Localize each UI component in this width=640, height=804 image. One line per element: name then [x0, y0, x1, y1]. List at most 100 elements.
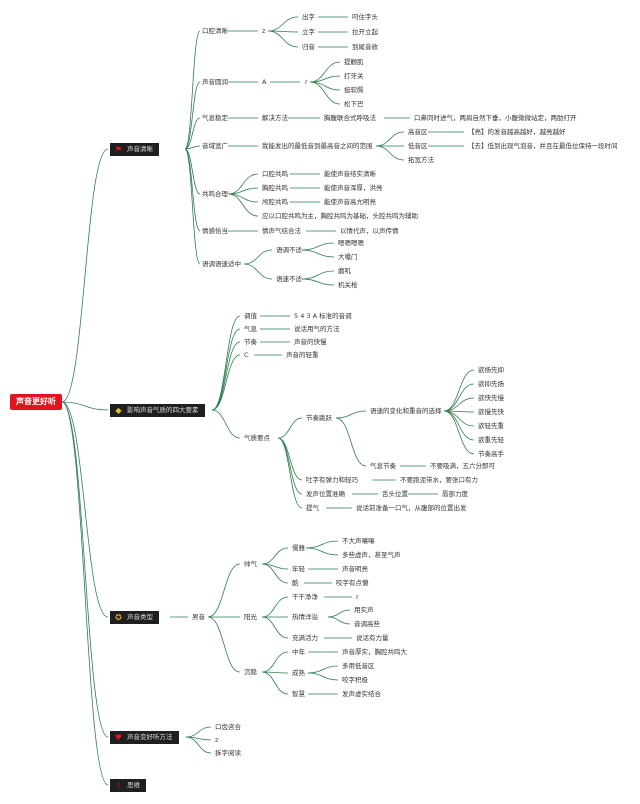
node-expand-method[interactable]: 拓宽方法	[408, 156, 434, 164]
node-clean-desc[interactable]: r	[356, 593, 359, 601]
node-wisdom[interactable]: 智慧	[292, 690, 305, 698]
node-passionate-1[interactable]: 用实声	[354, 606, 374, 614]
node-breath-rhythm[interactable]: 气息节奏	[370, 462, 396, 470]
node-tone-unfit-2[interactable]: 大嗓门	[338, 253, 358, 261]
node-tingruane[interactable]: 挺软腭	[344, 86, 364, 94]
node-tongue-position[interactable]: 舌头位置	[382, 490, 408, 498]
node-oral-resonance-desc[interactable]: 能使声音结实清晰	[324, 170, 376, 178]
node-r4[interactable]: 欲慢先快	[478, 408, 504, 416]
node-middle-age-desc[interactable]: 声音厚实，胸腔共鸣大	[342, 648, 407, 656]
node-passionate[interactable]: 热情洋溢	[292, 613, 318, 621]
node-breathing-desc[interactable]: 口鼻同时进气，两肩自然下垂，小腹微微站定，两肋打开	[414, 114, 577, 122]
node-speed-unfit-2[interactable]: 机关枪	[338, 281, 358, 289]
node-emotion-desc[interactable]: 以情代声，以声传情	[340, 227, 399, 235]
node-young[interactable]: 年轻	[292, 565, 305, 573]
node-a[interactable]: A	[262, 78, 267, 86]
node-low-range[interactable]: 低音区	[408, 142, 428, 150]
node-oral-resonance[interactable]: 口腔共鸣	[262, 170, 288, 178]
node-head-resonance[interactable]: 颅腔共鸣	[262, 198, 288, 206]
node-round-voice[interactable]: 声音圆润	[202, 78, 228, 86]
node-chest-resonance-desc[interactable]: 能使声音浑厚，洪亮	[324, 184, 383, 192]
node-wisdom-desc[interactable]: 发声虚实结合	[342, 690, 381, 698]
branch-voice-clarity[interactable]: ⚑声音清晰	[110, 143, 159, 156]
node-r5[interactable]: 欲轻先重	[478, 422, 504, 430]
node-temperament-points[interactable]: 气质要点	[244, 434, 270, 442]
node-position[interactable]: 发声位置准确	[306, 490, 345, 498]
node-guiyin-desc[interactable]: 到尾音收	[352, 43, 378, 51]
node-resonance[interactable]: 共鸣合理	[202, 190, 228, 198]
node-r1[interactable]: 欲扬先抑	[478, 366, 504, 374]
node-lip-strength[interactable]: 唇部力度	[442, 490, 468, 498]
node-handsome[interactable]: 帅气	[244, 560, 257, 568]
node-dayaguan[interactable]: 打牙关	[344, 72, 364, 80]
node-rhythm-jump[interactable]: 节奏跳跃	[306, 414, 332, 422]
node-articulation-desc[interactable]: 不要跑泥带水，要张口有力	[400, 476, 478, 484]
node-mature[interactable]: 成熟	[292, 669, 305, 677]
branch-voice-temperament[interactable]: ◆影响声音气质的四大要素	[110, 404, 205, 417]
branch-thinking[interactable]: ⌇思维	[110, 779, 146, 792]
node-rhythm[interactable]: 节奏	[244, 338, 257, 346]
node-rhythm-desc[interactable]: 声音的快慢	[294, 338, 327, 346]
node-sunny[interactable]: 阳光	[244, 613, 257, 621]
node-high-range-desc[interactable]: 【亮】的发音越高越好，越亮越好	[468, 128, 566, 136]
node-tone-unfit[interactable]: 语调不适	[276, 246, 302, 254]
node-breath-rhythm-desc[interactable]: 不要吸满，五六分即可	[430, 462, 495, 470]
node-cool[interactable]: 酷	[292, 579, 299, 587]
node-energetic-desc[interactable]: 说话有力量	[356, 634, 389, 642]
node-articulation[interactable]: 吐字有弹力和轻巧	[306, 476, 358, 484]
branch-voice-types[interactable]: ✪声音类型	[110, 611, 159, 624]
node-elegant-2[interactable]: 多些虚声，甚至气声	[342, 551, 401, 559]
node-breath-stable[interactable]: 气息稳定	[202, 114, 228, 122]
node-male-voice[interactable]: 男音	[192, 613, 205, 621]
node-pitch-value[interactable]: 调值	[244, 312, 257, 320]
node-split-reading[interactable]: 拆字阅读	[215, 749, 241, 757]
node-emotion-method[interactable]: 情声气结合法	[262, 227, 301, 235]
node-elegant-1[interactable]: 不大声嚷嚷	[342, 537, 375, 545]
node-middle-age[interactable]: 中年	[292, 648, 305, 656]
node-tone-unfit-1[interactable]: 嗯嗯嗯嗯	[338, 239, 364, 247]
node-tiquanji[interactable]: 提颧肌	[344, 58, 364, 66]
node-r7[interactable]: 节奏高手	[478, 450, 504, 458]
node-chuzi-desc[interactable]: 叼住字头	[352, 13, 378, 21]
node-r6[interactable]: 欲重先轻	[478, 436, 504, 444]
node-speed-unfit-1[interactable]: 磨叽	[338, 267, 351, 275]
node-elegant[interactable]: 儒雅	[292, 544, 305, 552]
node-young-desc[interactable]: 声音明亮	[342, 565, 368, 573]
node-z[interactable]: z	[262, 27, 266, 35]
node-resonance-summary[interactable]: 应以口腔共鸣为主，胸腔共鸣为基础，头腔共鸣为辅助	[262, 212, 418, 220]
node-breathing-method[interactable]: 胸腹联合式呼吸法	[324, 114, 376, 122]
node-mature-2[interactable]: 咬字积极	[342, 676, 368, 684]
node-energetic[interactable]: 充满活力	[292, 634, 318, 642]
node-high-range[interactable]: 高音区	[408, 128, 428, 136]
node-cool-desc[interactable]: 咬字有点懒	[336, 579, 369, 587]
node-mature-1[interactable]: 多用低音区	[342, 662, 375, 670]
node-chest-resonance[interactable]: 胸腔共鸣	[262, 184, 288, 192]
node-rhythm-jump-desc[interactable]: 语速的变化和重音的选择	[370, 407, 442, 415]
node-passionate-2[interactable]: 音调高些	[354, 620, 380, 628]
node-range-desc[interactable]: 我能发出的最低音到最高音之间的范围	[262, 142, 373, 150]
node-r2[interactable]: 欲抑先扬	[478, 380, 504, 388]
node-lift-breath-desc[interactable]: 说话前准备一口气，从腹部的位置出发	[356, 504, 467, 512]
node-z-method[interactable]: z	[215, 736, 219, 744]
node-tone-speed[interactable]: 语调语速适中	[202, 260, 241, 268]
node-lips-teeth[interactable]: 口齿咨合	[215, 723, 241, 731]
node-emotion[interactable]: 情感恰当	[202, 227, 228, 235]
node-songxiaba[interactable]: 松下巴	[344, 100, 364, 108]
node-lift-breath[interactable]: 提气	[306, 504, 319, 512]
node-head-resonance-desc[interactable]: 能使声音高亢明亮	[324, 198, 376, 206]
node-lizi-desc[interactable]: 拉开立起	[352, 28, 378, 36]
node-c[interactable]: C	[244, 351, 249, 359]
node-lizi[interactable]: 立字	[302, 28, 315, 36]
node-range-wide[interactable]: 音域宽广	[202, 142, 228, 150]
node-pitch-value-desc[interactable]: 5 4 3 A 标准的音调	[294, 312, 352, 320]
node-low-range-desc[interactable]: 【去】低到出现气泡音，并且在最低位保持一段时间	[468, 142, 618, 150]
node-breath-desc[interactable]: 说话用气的方法	[294, 325, 340, 333]
node-mouth-clarity[interactable]: 口腔清晰	[202, 27, 228, 35]
node-r3[interactable]: 欲快先慢	[478, 394, 504, 402]
root-node[interactable]: 声音更好听	[10, 394, 62, 410]
node-c-desc[interactable]: 声音的轻重	[286, 351, 319, 359]
node-clean[interactable]: 干干净净	[292, 593, 318, 601]
node-breath[interactable]: 气息	[244, 325, 257, 333]
node-solution[interactable]: 解决方法	[262, 114, 288, 122]
node-steady[interactable]: 沉稳	[244, 668, 257, 676]
